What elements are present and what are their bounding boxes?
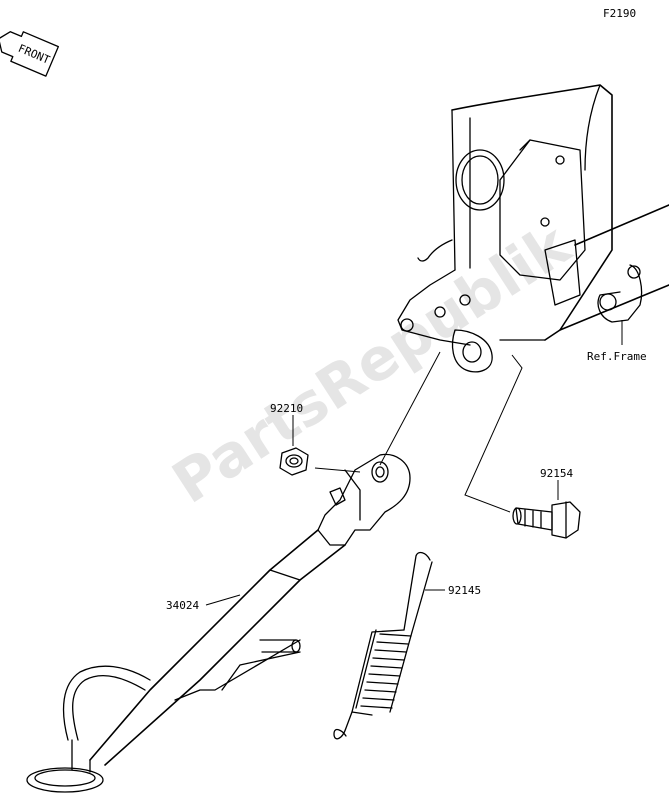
bolt-part <box>512 501 581 539</box>
assembly-guide-line-nut <box>314 467 361 473</box>
leader-34024 <box>205 594 241 606</box>
diagram-code: F2190 <box>603 7 636 20</box>
spring-part <box>333 551 433 740</box>
part-number-92145: 92145 <box>448 584 481 597</box>
ref-frame-label: Ref.Frame <box>587 350 647 363</box>
part-number-34024: 34024 <box>166 599 199 612</box>
assembly-guide-line <box>379 351 441 466</box>
assembly-guide-line-bolt <box>464 354 523 513</box>
part-number-92154: 92154 <box>540 467 573 480</box>
front-arrow-icon: FRONT <box>0 31 59 77</box>
side-stand-part <box>26 453 411 793</box>
front-label: FRONT <box>16 42 52 67</box>
part-number-92210: 92210 <box>270 402 303 415</box>
nut-part <box>279 447 309 476</box>
frame-illustration <box>397 84 669 373</box>
